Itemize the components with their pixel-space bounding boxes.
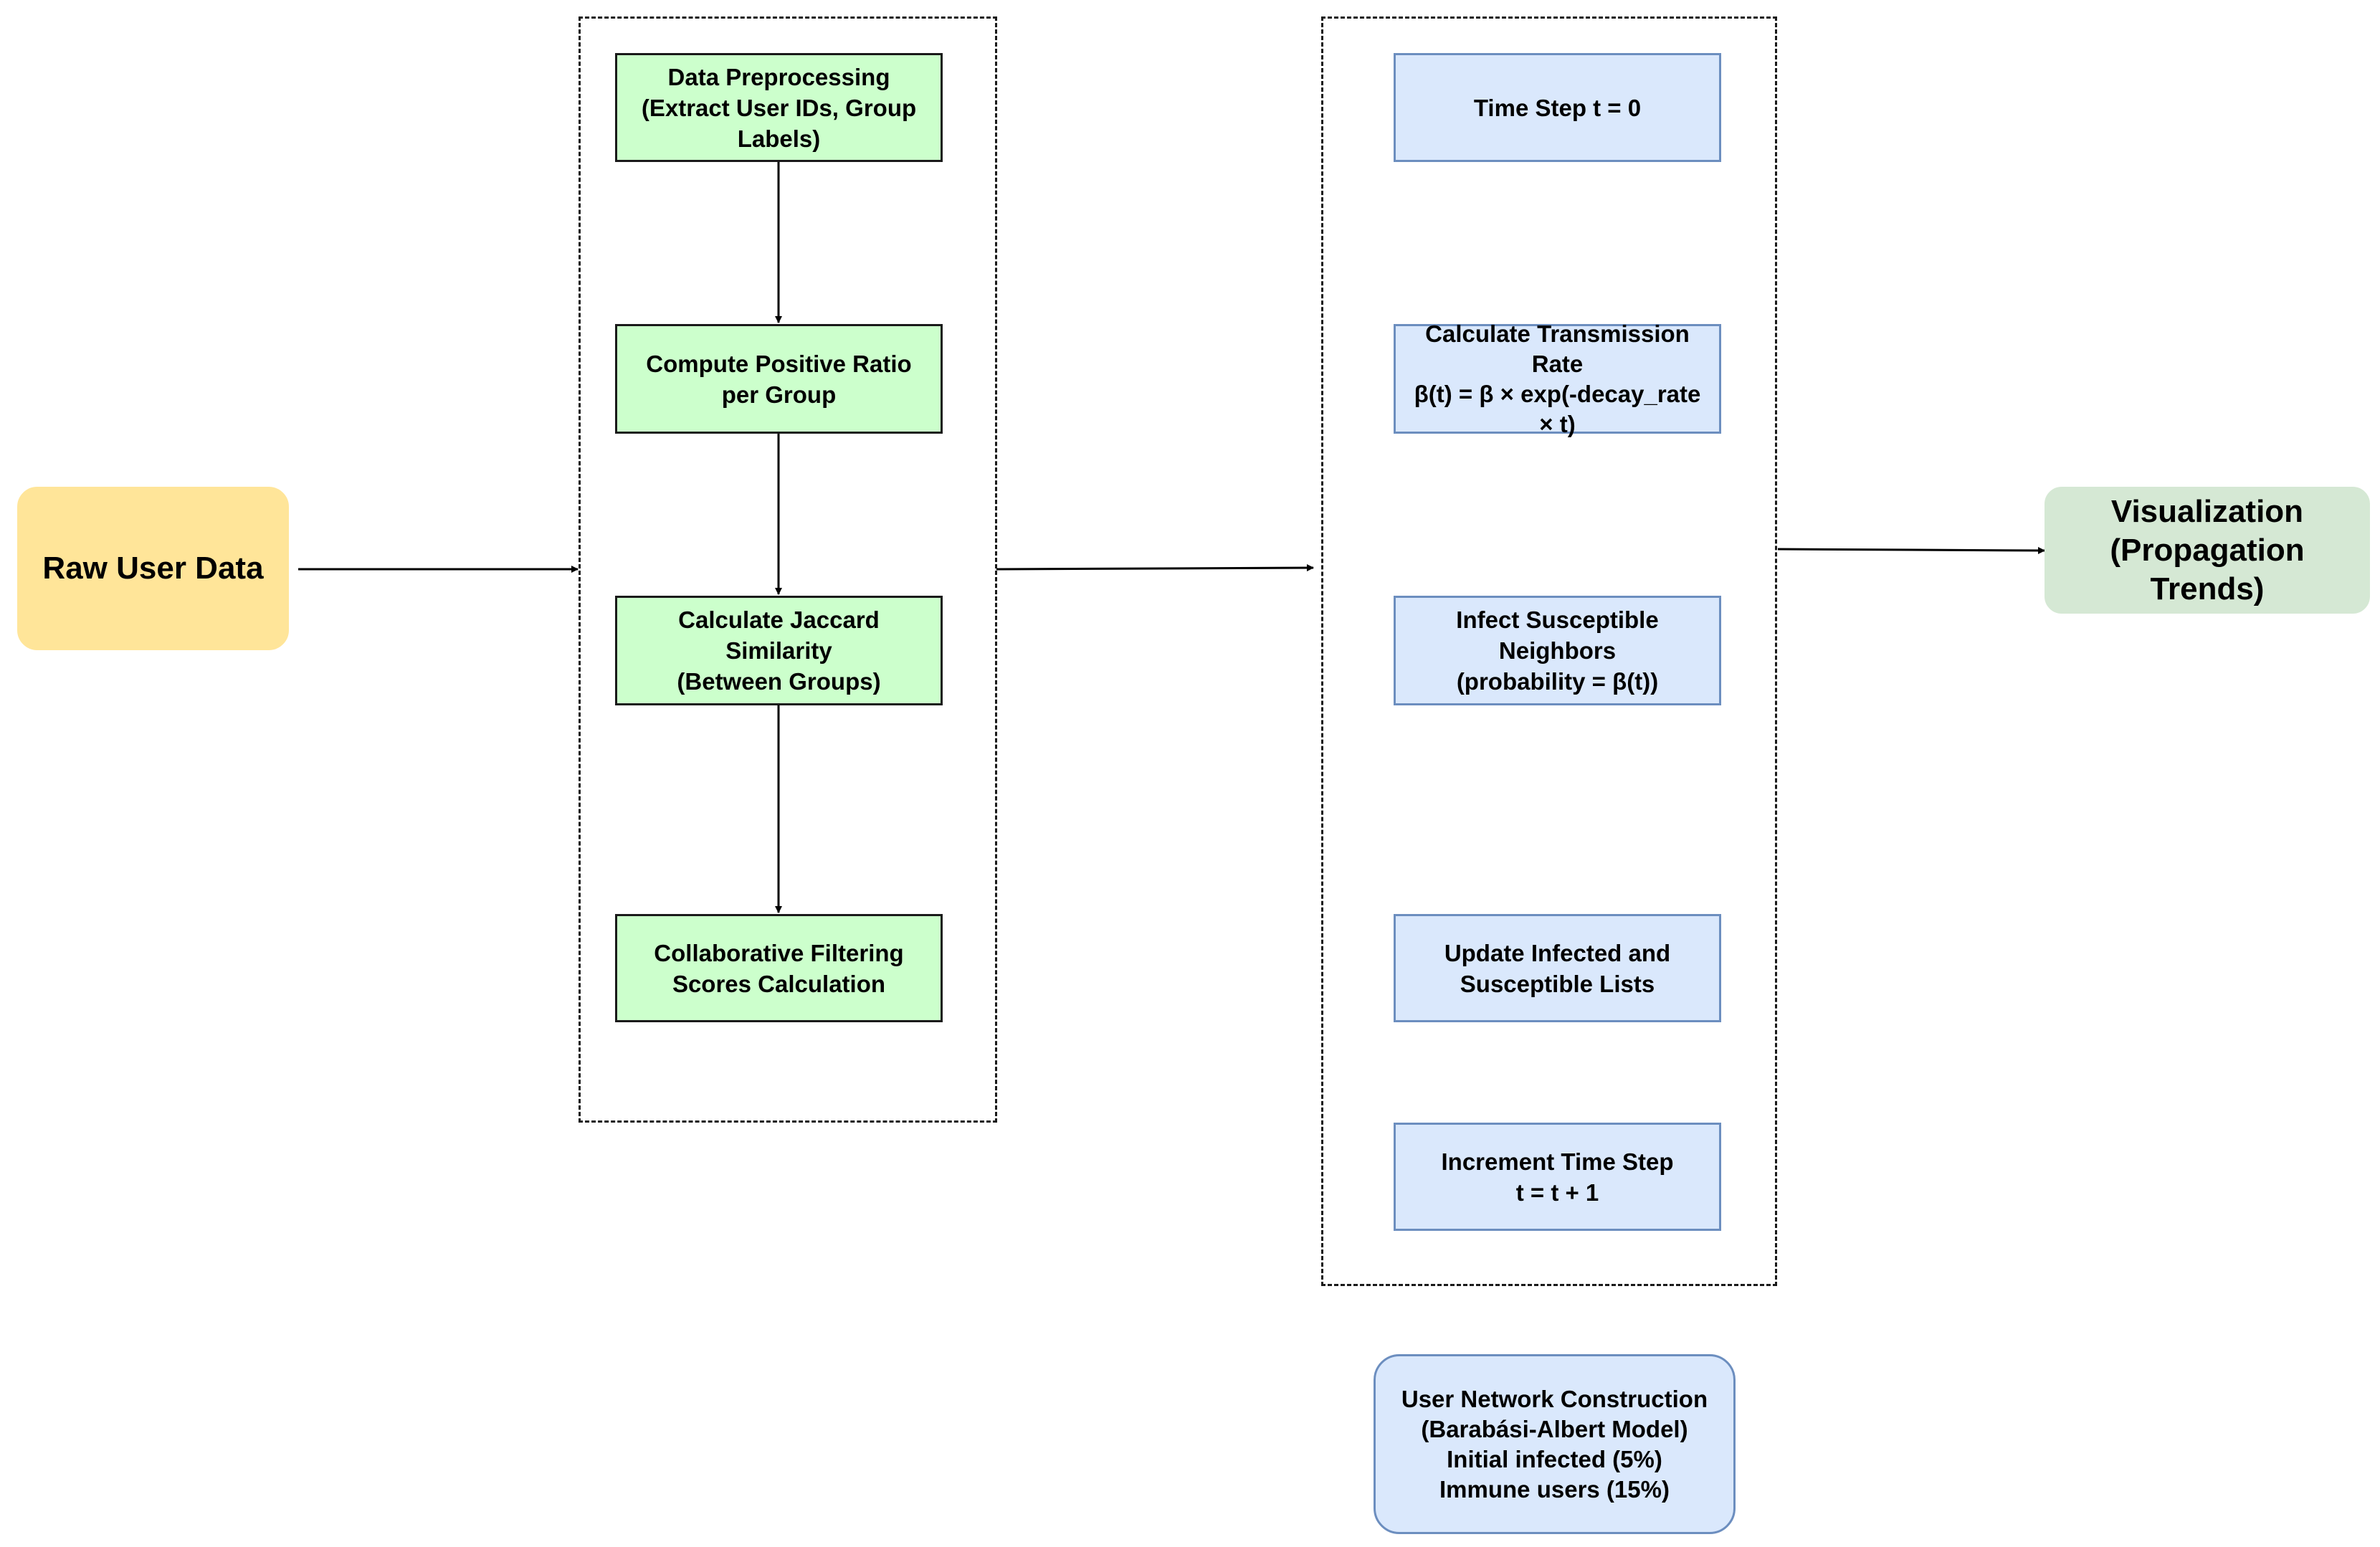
update-lists-node[interactable]: Update Infected and Susceptible Lists [1394,914,1721,1022]
visualization-node[interactable]: Visualization (Propagation Trends) [2045,487,2370,614]
arrow-simulation-to-visualization [1777,546,2045,554]
calculate-jaccard-node[interactable]: Calculate Jaccard Similarity (Between Gr… [615,596,943,705]
data-preprocessing-node[interactable]: Data Preprocessing (Extract User IDs, Gr… [615,53,943,162]
raw-user-data-node[interactable]: Raw User Data [17,487,289,650]
transmission-rate-node[interactable]: Calculate Transmission Rate β(t) = β × e… [1394,320,1721,437]
arrow-preprocessing-to-simulation [996,564,1314,572]
simulation-group [1321,16,1777,1286]
time-step-node[interactable]: Time Step t = 0 [1394,53,1721,162]
increment-time-node[interactable]: Increment Time Step t = t + 1 [1394,1123,1721,1231]
preprocessing-group [579,16,997,1123]
collaborative-filtering-node[interactable]: Collaborative Filtering Scores Calculati… [615,914,943,1022]
network-construction-node[interactable]: User Network Construction (Barabási-Albe… [1374,1354,1736,1534]
compute-positive-ratio-node[interactable]: Compute Positive Ratio per Group [615,324,943,434]
infect-neighbors-node[interactable]: Infect Susceptible Neighbors (probabilit… [1394,596,1721,705]
